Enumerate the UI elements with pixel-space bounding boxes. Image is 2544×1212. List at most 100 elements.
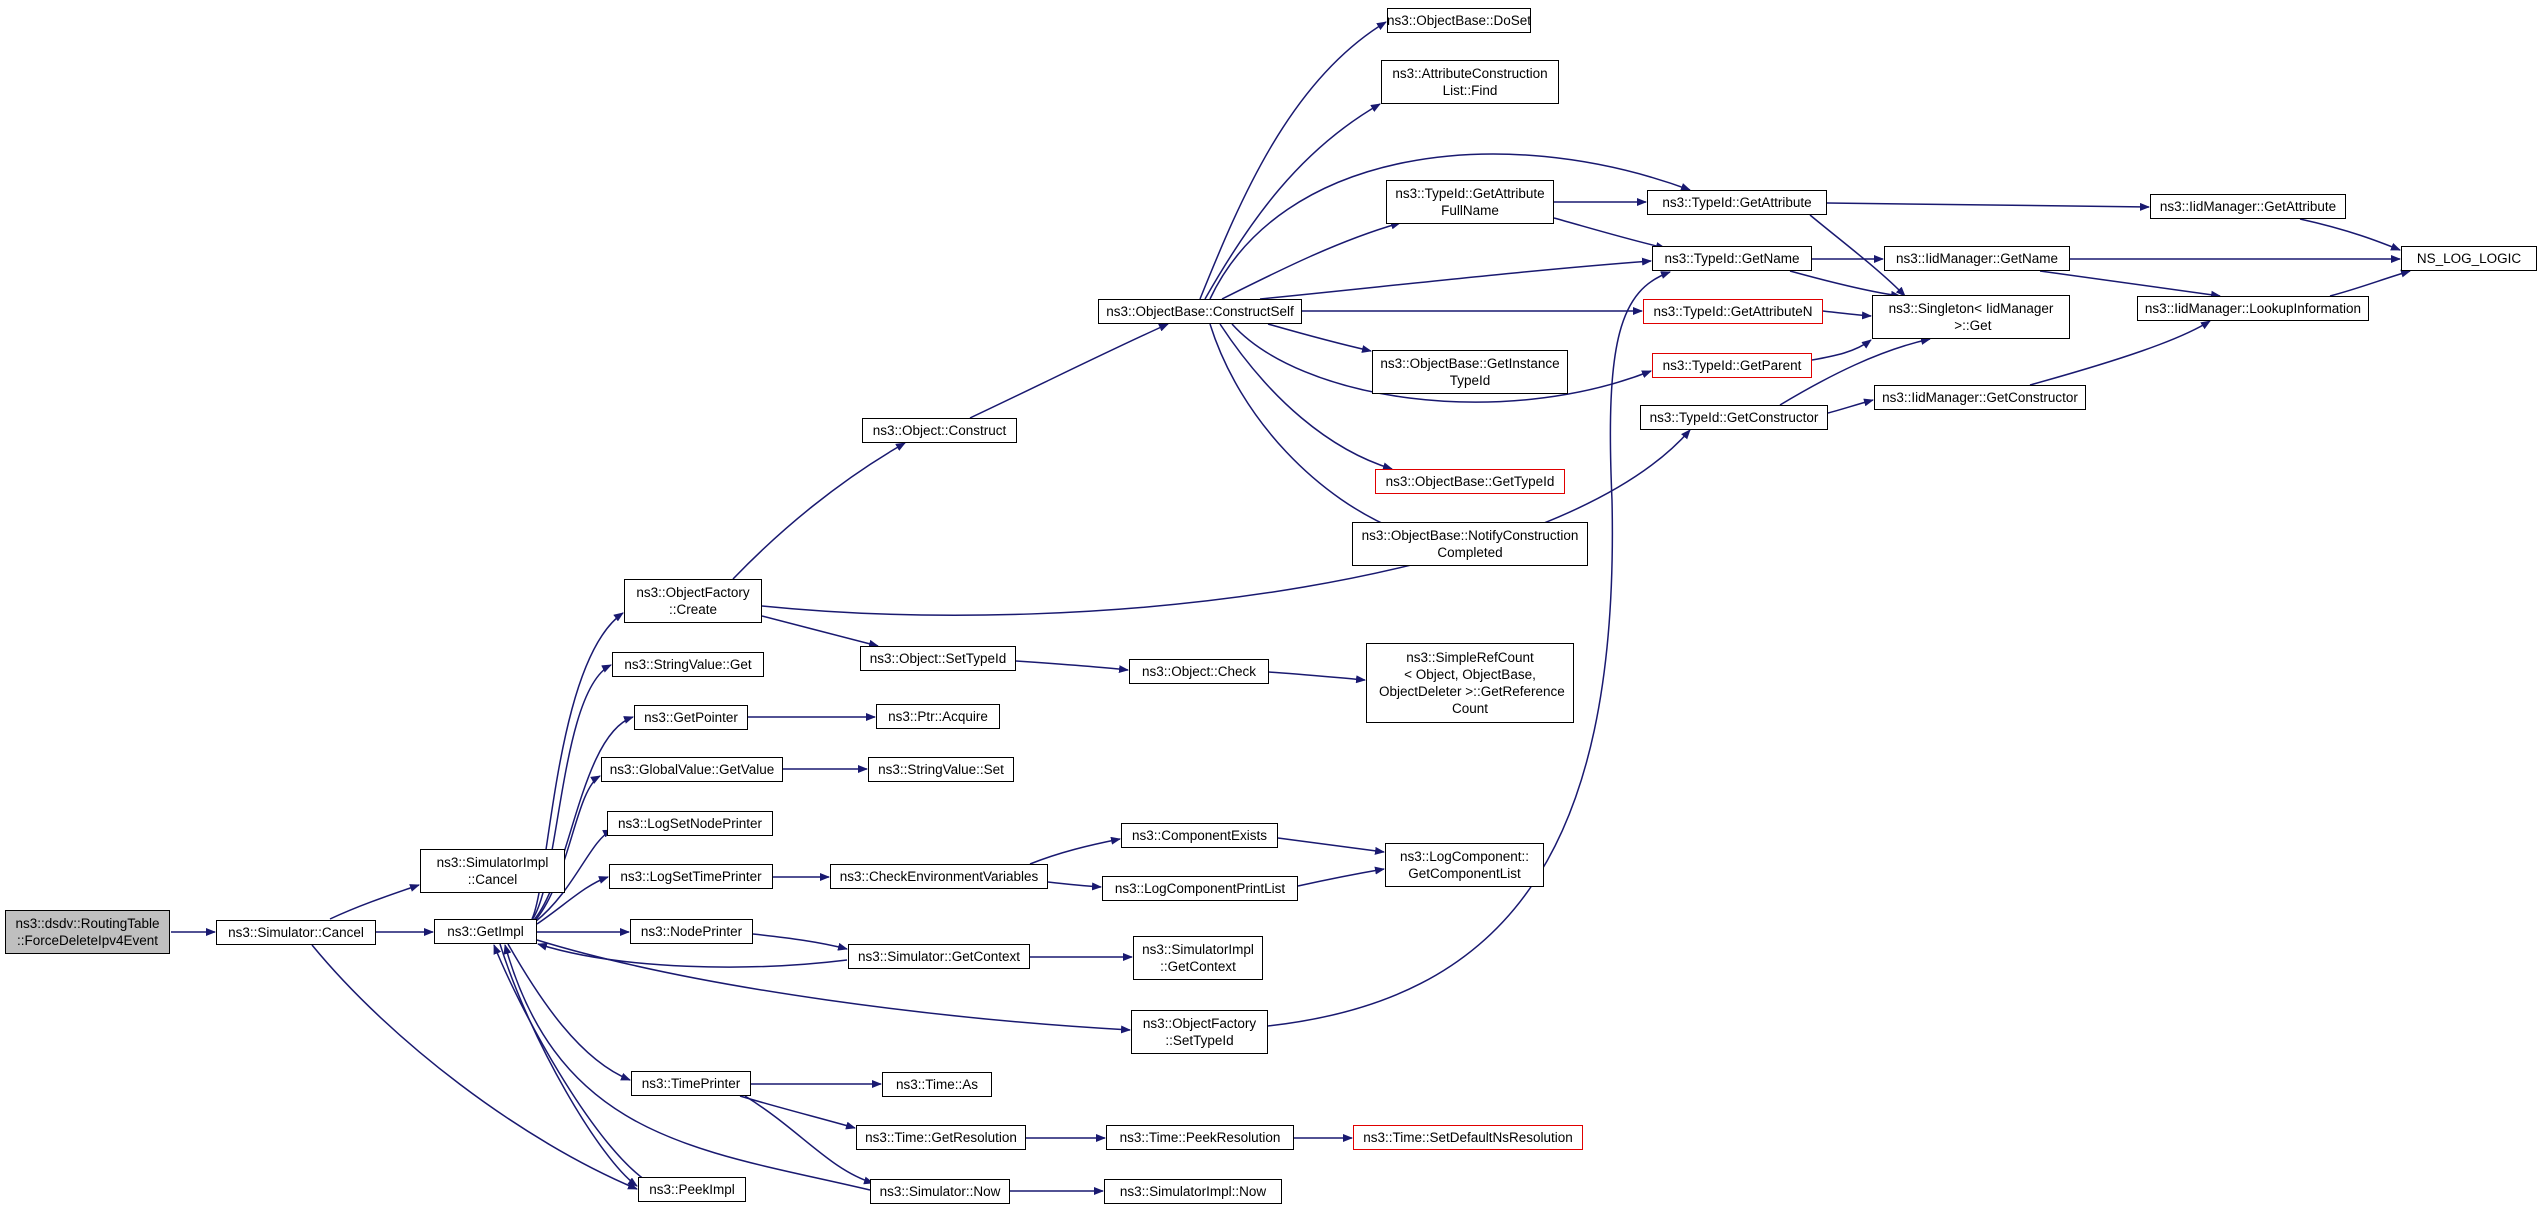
edge-timeprinter-to-time-getresolution [739, 1095, 856, 1130]
node-typeid-getattribute[interactable]: ns3::TypeId::GetAttribute [1647, 190, 1827, 215]
node-objbase-gettypeid[interactable]: ns3::ObjectBase::GetTypeId [1375, 469, 1565, 494]
edge-attrfullname-to-typeid-getname [1553, 217, 1666, 250]
node-time-as[interactable]: ns3::Time::As [882, 1072, 992, 1097]
edge-typeid-getattributen-to-singleton-get [1822, 310, 1872, 320]
edge-constructself-to-objbase-gettypeid [1219, 323, 1393, 471]
node-iid-getattribute[interactable]: ns3::IidManager::GetAttribute [2150, 194, 2346, 219]
node-time-setdefaultns[interactable]: ns3::Time::SetDefaultNsResolution [1353, 1125, 1583, 1150]
edge-constructself-to-typeid-getname [1259, 257, 1652, 300]
node-objfactory-settypeid[interactable]: ns3::ObjectFactory ::SetTypeId [1131, 1010, 1268, 1054]
edge-object-check-to-simplerefcount [1268, 671, 1366, 684]
edge-sim-cancel-to-peekimpl [311, 944, 638, 1190]
node-typeid-getparent[interactable]: ns3::TypeId::GetParent [1652, 353, 1812, 378]
node-stringvalue-set[interactable]: ns3::StringValue::Set [868, 757, 1014, 782]
node-sim-now[interactable]: ns3::Simulator::Now [870, 1179, 1010, 1204]
node-simimpl-cancel[interactable]: ns3::SimulatorImpl ::Cancel [420, 849, 565, 893]
node-checkenv[interactable]: ns3::CheckEnvironmentVariables [830, 864, 1048, 889]
edge-objfactory-create-to-typeid-getconstructor [761, 429, 1691, 616]
node-globalvalue-getvalue[interactable]: ns3::GlobalValue::GetValue [601, 757, 783, 782]
edge-object-settypeid-to-object-check [1015, 660, 1129, 674]
edge-constructself-to-typeid-getparent [1231, 323, 1652, 403]
edge-objfactory-create-to-object-settypeid [761, 615, 879, 648]
edge-getimpl-to-timeprinter [507, 943, 631, 1081]
edge-timeprinter-to-sim-now [744, 1095, 874, 1185]
edge-getimpl-to-logsetnodeprinter [534, 829, 613, 923]
edge-checkenv-to-logcomponentprintlist [1047, 881, 1102, 891]
node-object-settypeid[interactable]: ns3::Object::SetTypeId [860, 646, 1016, 671]
edge-constructself-to-typeid-getattrfullname [1221, 221, 1401, 300]
node-getpointer[interactable]: ns3::GetPointer [634, 705, 748, 730]
edge-iid-lookupinfo-to-ns-log-logic [2329, 269, 2411, 297]
node-sim-getcontext[interactable]: ns3::Simulator::GetContext [848, 944, 1030, 969]
node-attrconstlist-find[interactable]: ns3::AttributeConstruction List::Find [1381, 60, 1559, 104]
node-object-check[interactable]: ns3::Object::Check [1129, 659, 1269, 684]
edge-nodeprinter-to-sim-getcontext [752, 933, 848, 951]
node-logsettimeprinter[interactable]: ns3::LogSetTimePrinter [609, 864, 773, 889]
node-iid-getname[interactable]: ns3::IidManager::GetName [1884, 246, 2070, 271]
edge-iid-getattribute-to-ns-log-logic [2299, 218, 2401, 251]
node-root[interactable]: ns3::dsdv::RoutingTable ::ForceDeleteIpv… [5, 910, 170, 954]
edge-constructself-to-attrconstlist-find [1204, 103, 1381, 300]
node-iid-getconstructor[interactable]: ns3::IidManager::GetConstructor [1874, 385, 2086, 410]
node-logcomponentprintlist[interactable]: ns3::LogComponentPrintList [1102, 876, 1298, 901]
edge-typeid-getattribute-to-iid-getattribute [1826, 202, 2150, 211]
edge-componentexists-to-logcomponent-getlist [1277, 837, 1385, 855]
node-objbase-doset[interactable]: ns3::ObjectBase::DoSet [1387, 8, 1531, 33]
node-simimpl-now[interactable]: ns3::SimulatorImpl::Now [1104, 1179, 1282, 1204]
edge-getimpl-to-peekimpl [499, 943, 638, 1187]
edge-getimpl-to-globalvalue-getvalue [533, 775, 601, 923]
node-stringvalue-get[interactable]: ns3::StringValue::Get [612, 652, 764, 677]
node-logcomponent-getlist[interactable]: ns3::LogComponent:: GetComponentList [1385, 843, 1544, 887]
node-typeid-getattrfullname[interactable]: ns3::TypeId::GetAttribute FullName [1386, 180, 1554, 224]
node-objbase-notifyconstruction[interactable]: ns3::ObjectBase::NotifyConstruction Comp… [1352, 522, 1588, 566]
edge-constructself-to-objbase-getinstancetypeid [1267, 323, 1372, 353]
node-simimpl-getcontext[interactable]: ns3::SimulatorImpl ::GetContext [1133, 936, 1263, 980]
edge-getimpl-to-objfactory-create [531, 612, 624, 920]
edge-sim-cancel-to-simimpl-cancel [329, 884, 420, 920]
edge-typeid-getattribute-to-singleton-get [1809, 214, 1906, 297]
edge-objfactory-create-to-object-construct [732, 442, 906, 580]
edge-iid-getconstructor-to-iid-lookupinfo [2029, 320, 2211, 386]
edge-peekimpl-to-getimpl [493, 944, 646, 1181]
node-typeid-getname[interactable]: ns3::TypeId::GetName [1652, 246, 1812, 271]
node-componentexists[interactable]: ns3::ComponentExists [1121, 823, 1278, 848]
node-simplerefcount[interactable]: ns3::SimpleRefCount < Object, ObjectBase… [1366, 643, 1574, 723]
node-objbase-constructself[interactable]: ns3::ObjectBase::ConstructSelf [1098, 299, 1302, 324]
edge-getimpl-to-objfactory-settypeid [536, 939, 1131, 1034]
node-typeid-getconstructor[interactable]: ns3::TypeId::GetConstructor [1640, 405, 1828, 430]
edge-typeid-getname-to-singleton-get [1789, 270, 1901, 299]
edge-typeid-getconstructor-to-singleton-get [1779, 337, 1931, 406]
node-getimpl[interactable]: ns3::GetImpl [434, 919, 537, 944]
edge-checkenv-to-componentexists [1029, 836, 1121, 865]
node-nodeprinter[interactable]: ns3::NodePrinter [630, 919, 753, 944]
node-time-peekresolution[interactable]: ns3::Time::PeekResolution [1106, 1125, 1294, 1150]
edge-logcomponentprintlist-to-logcomponent-getlist [1297, 866, 1385, 887]
edge-sim-now-to-getimpl [503, 944, 871, 1191]
edge-getimpl-to-stringvalue-get [531, 664, 612, 921]
node-objbase-getinstancetypeid[interactable]: ns3::ObjectBase::GetInstance TypeId [1372, 350, 1568, 394]
edge-object-construct-to-objbase-constructself [969, 323, 1169, 419]
edge-sim-getcontext-to-getimpl [537, 942, 848, 968]
node-object-construct[interactable]: ns3::Object::Construct [862, 418, 1017, 443]
edge-constructself-to-typeid-getattribute [1209, 153, 1691, 300]
node-sim-cancel[interactable]: ns3::Simulator::Cancel [216, 920, 376, 945]
edge-getimpl-to-logsettimeprinter [536, 876, 609, 925]
edge-typeid-getparent-to-singleton-get [1811, 339, 1872, 361]
node-typeid-getattributen[interactable]: ns3::TypeId::GetAttributeN [1643, 299, 1823, 324]
edge-iid-getname-to-iid-lookupinfo [2039, 270, 2221, 299]
node-objfactory-create[interactable]: ns3::ObjectFactory ::Create [624, 579, 762, 623]
edge-getimpl-to-getpointer [532, 716, 634, 922]
node-time-getresolution[interactable]: ns3::Time::GetResolution [856, 1125, 1026, 1150]
node-peekimpl[interactable]: ns3::PeekImpl [638, 1177, 746, 1202]
edge-constructself-to-objbase-doset [1199, 21, 1387, 300]
node-iid-lookupinfo[interactable]: ns3::IidManager::LookupInformation [2137, 296, 2369, 321]
node-singleton-get[interactable]: ns3::Singleton< IidManager >::Get [1872, 295, 2070, 339]
node-timeprinter[interactable]: ns3::TimePrinter [631, 1071, 751, 1096]
node-logsetnodeprinter[interactable]: ns3::LogSetNodePrinter [607, 811, 773, 836]
edge-typeid-getconstructor-to-iid-getconstructor [1827, 398, 1874, 414]
edge-objfactory-settypeid-to-typeid-getname [1267, 271, 1671, 1027]
node-ptr-acquire[interactable]: ns3::Ptr::Acquire [876, 704, 1000, 729]
node-ns-log-logic[interactable]: NS_LOG_LOGIC [2401, 246, 2537, 271]
edge-constructself-to-objbase-notifyconstruction [1209, 323, 1401, 532]
